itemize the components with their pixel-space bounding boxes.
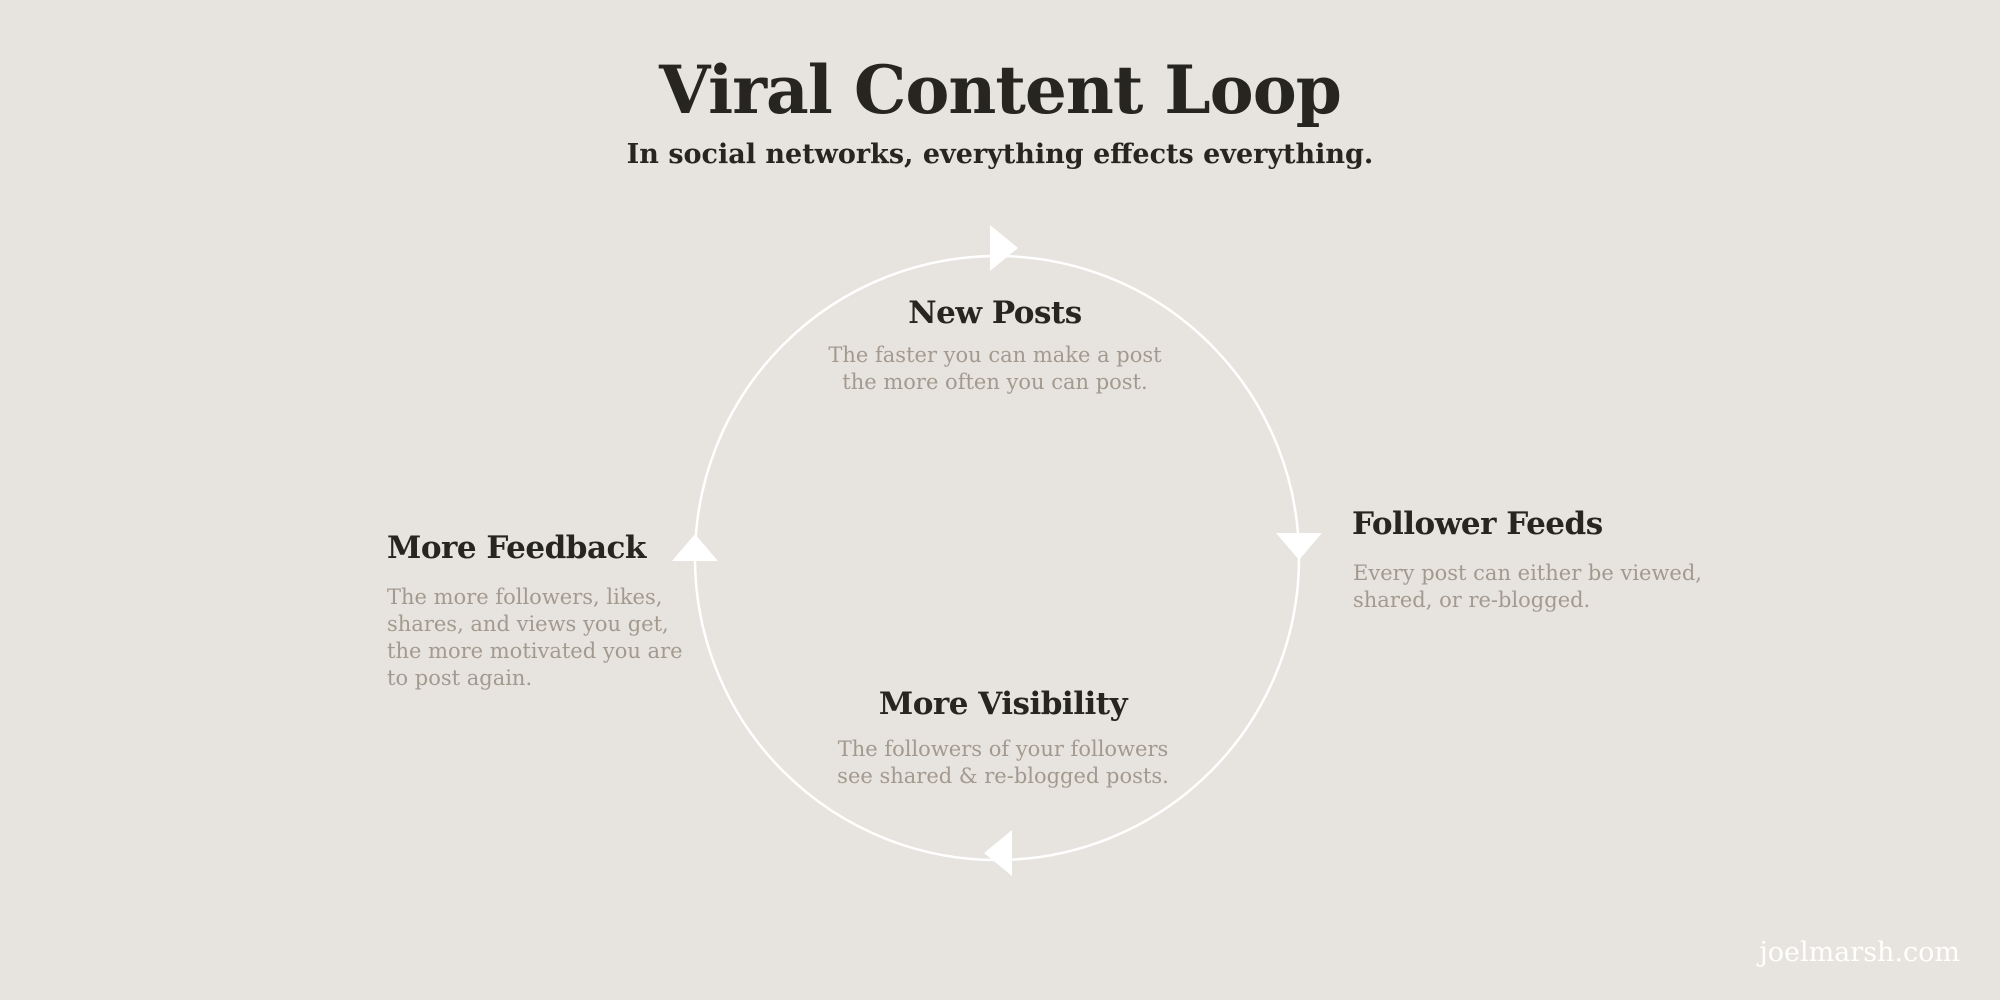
node-description-follower-feeds: Every post can either be viewed, shared,… [1353,560,1753,614]
node-description-new-posts: The faster you can make a post the more … [795,342,1195,396]
node-title-new-posts: New Posts [908,295,1082,331]
description-line: shared, or re-blogged. [1353,588,1591,612]
description-line: shares, and views you get, [387,612,669,636]
node-title-more-visibility: More Visibility [878,686,1128,722]
page-subtitle: In social networks, everything effects e… [626,139,1374,170]
description-line: Every post can either be viewed, [1353,561,1702,585]
description-line: the more often you can post. [842,370,1148,394]
description-line: The more followers, likes, [387,585,663,609]
page-title: Viral Content Loop [659,51,1342,129]
arrow-right-icon [990,225,1018,271]
arrow-down-icon [1276,533,1322,560]
node-title-follower-feeds: Follower Feeds [1352,506,1603,542]
site-credit: joelmarsh.com [1759,937,1960,968]
node-title-more-feedback: More Feedback [387,530,646,566]
description-line: to post again. [387,666,533,690]
description-line: The followers of your followers [837,737,1169,761]
arrow-left-icon [984,830,1012,876]
description-line: see shared & re-blogged posts. [837,764,1169,788]
description-line: the more motivated you are [387,639,683,663]
node-description-more-feedback: The more followers, likes, shares, and v… [387,584,707,692]
arrow-up-icon [672,534,718,561]
description-line: The faster you can make a post [828,343,1162,367]
node-description-more-visibility: The followers of your followers see shar… [803,736,1203,790]
